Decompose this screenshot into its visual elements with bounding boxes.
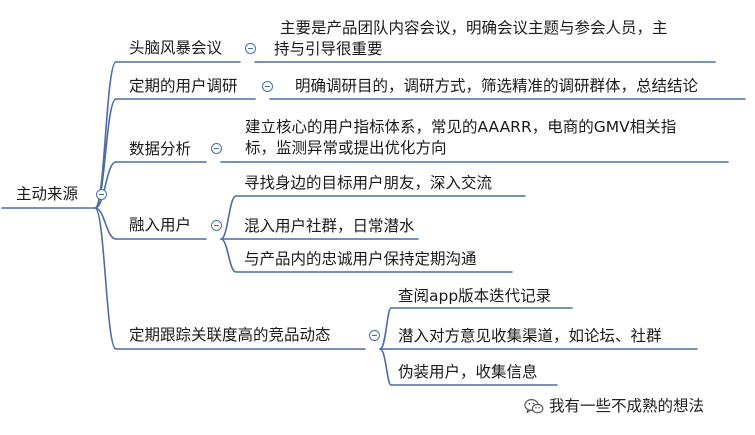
branch-label: 数据分析: [129, 140, 192, 158]
branch-label: 融入用户: [129, 216, 192, 234]
watermark-text: 我有一些不成熟的想法: [549, 397, 705, 415]
node-text: 主要是产品团队内容会议，明确会议主题与参会人员，主: [280, 19, 668, 37]
connector-branch-5-child-1: [379, 307, 392, 350]
node-text: 与产品内的忠诚用户保持定期沟通: [244, 250, 477, 268]
collapse-root-icon[interactable]: [96, 189, 107, 200]
root-label: 主动来源: [16, 185, 79, 203]
node-text: 查阅app版本迭代记录: [398, 287, 552, 305]
connector-branch-4: [94, 207, 117, 240]
wechat-icon: [524, 398, 544, 414]
connector-branch-2: [94, 98, 117, 209]
node-text: 伪装用户，收集信息: [398, 363, 538, 381]
node-text: 潜入对方意见收集渠道，如论坛、社群: [398, 327, 662, 345]
branch-label: 定期的用户调研: [129, 77, 238, 95]
node-text: 明确调研目的，调研方式，筛选精准的调研群体，总结结论: [295, 77, 699, 95]
branch-label: 定期跟踪关联度高的竞品动态: [129, 326, 331, 344]
connector-branch-4-child-3: [220, 238, 237, 273]
connector-branch-5-child-3: [379, 348, 392, 386]
node-text: 混入用户社群，日常潜水: [244, 217, 415, 235]
branch-label: 头脑风暴会议: [129, 39, 223, 57]
collapse-branch-5-icon[interactable]: [369, 330, 380, 341]
connector-branch-4-child-1: [220, 195, 237, 240]
node-text: 标，监测异常或提出优化方向: [245, 139, 447, 157]
collapse-branch-2-icon[interactable]: [262, 81, 273, 92]
node-text: 建立核心的用户指标体系，常见的AAARR，电商的GMV相关指: [245, 118, 677, 136]
collapse-branch-1-icon[interactable]: [245, 43, 256, 54]
connector-branch-3: [94, 161, 117, 209]
node-text: 持与引导很重要: [274, 40, 383, 58]
connector-branch-5: [94, 207, 117, 350]
node-text: 寻找身边的目标用户朋友，深入交流: [244, 174, 493, 192]
collapse-branch-3-icon[interactable]: [211, 143, 222, 154]
watermark: 我有一些不成熟的想法: [524, 396, 740, 418]
collapse-branch-4-icon[interactable]: [211, 220, 222, 231]
